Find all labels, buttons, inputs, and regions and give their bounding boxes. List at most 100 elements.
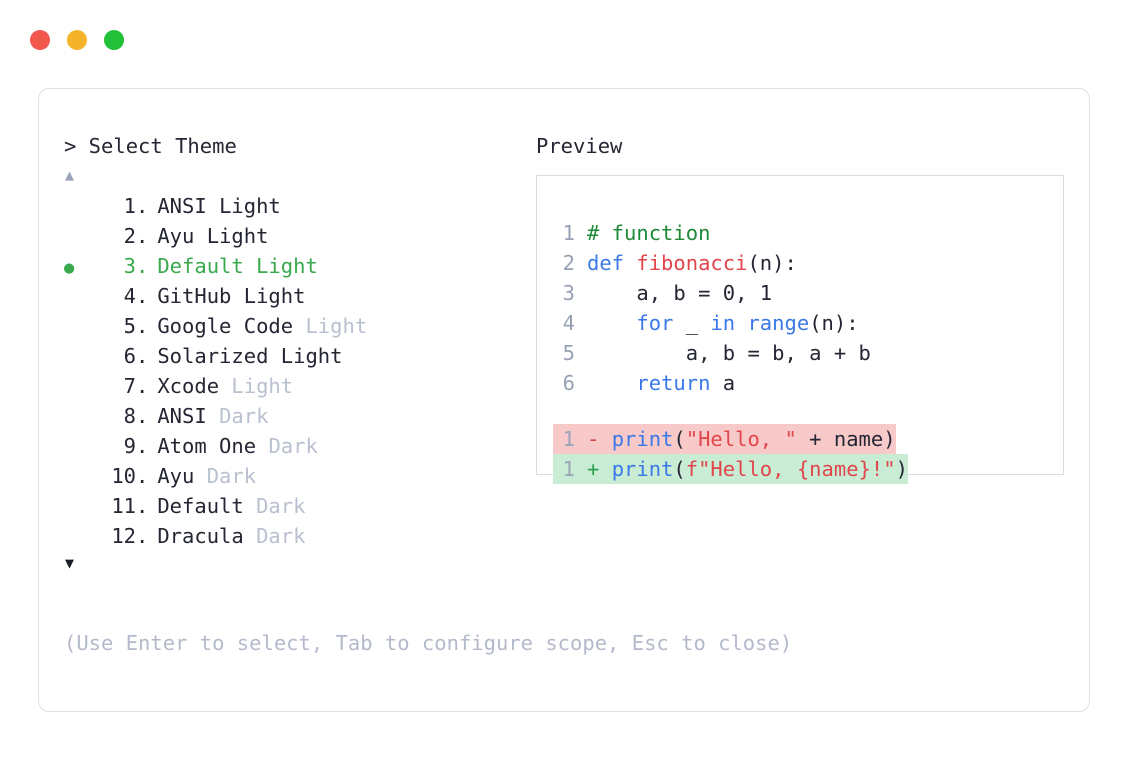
theme-item-number: 2 <box>123 224 136 248</box>
theme-item-name: Ayu <box>157 464 195 488</box>
maximize-button-icon[interactable] <box>104 30 124 50</box>
code-token-plain: a, b = 0, 1 <box>587 281 773 305</box>
theme-item-variant: Light <box>305 314 368 338</box>
theme-item-name: Atom One <box>157 434 257 458</box>
bullet-placeholder <box>64 283 94 313</box>
code-line-content: a, b = 0, 1 <box>587 278 772 308</box>
code-token-builtin: range <box>747 311 810 335</box>
theme-item-variant: Dark <box>256 524 306 548</box>
theme-item-separator: . <box>136 344 149 368</box>
theme-item-space <box>231 281 243 311</box>
code-line-content: def fibonacci(n): <box>587 248 797 278</box>
theme-item-separator: . <box>136 194 149 218</box>
code-token-plain: (n): <box>747 251 797 275</box>
theme-item-number: 11 <box>111 494 136 518</box>
theme-item-separator: . <box>136 284 149 308</box>
code-line: 3 a, b = 0, 1 <box>553 278 908 308</box>
theme-item-separator: . <box>136 404 149 428</box>
code-line-number: 3 <box>562 281 575 305</box>
theme-list-item[interactable]: 6.Solarized Light <box>64 341 534 371</box>
theme-item-space <box>293 311 305 341</box>
theme-item-name: Default <box>157 494 244 518</box>
bullet-placeholder <box>64 403 94 433</box>
code-token-plain <box>735 311 747 335</box>
theme-list-item[interactable]: 9.Atom One Dark <box>64 431 534 461</box>
theme-item-variant: Light <box>256 254 318 278</box>
code-token-builtin: print <box>611 427 674 451</box>
bullet-placeholder <box>64 193 94 223</box>
theme-item-name: Dracula <box>157 524 244 548</box>
code-line: 4 for _ in range(n): <box>553 308 908 338</box>
theme-item-space <box>244 521 256 551</box>
theme-list-item[interactable]: 2.Ayu Light <box>64 221 534 251</box>
code-token-keyword: for <box>636 311 674 335</box>
theme-item-name: ANSI <box>157 404 207 428</box>
theme-item-separator: . <box>136 224 149 248</box>
theme-list-item[interactable]: ●3.Default Light <box>64 251 534 281</box>
theme-item-space <box>244 251 256 281</box>
code-gap <box>553 398 908 424</box>
bullet-placeholder <box>64 373 94 403</box>
scroll-down-icon[interactable]: ▼ <box>65 554 75 572</box>
theme-list-item[interactable]: 7.Xcode Light <box>64 371 534 401</box>
code-line-number: 1 <box>553 424 587 454</box>
theme-item-name: Xcode <box>157 374 220 398</box>
code-token-plain: ) <box>895 457 908 481</box>
theme-item-separator: . <box>136 434 149 458</box>
theme-item-separator: . <box>136 464 149 488</box>
bullet-placeholder <box>64 433 94 463</box>
theme-list-item[interactable]: 5.Google Code Light <box>64 311 534 341</box>
bullet-placeholder <box>64 343 94 373</box>
scroll-up-icon[interactable]: ▲ <box>65 166 75 184</box>
theme-item-number: 1 <box>123 194 136 218</box>
close-button-icon[interactable] <box>30 30 50 50</box>
theme-item-name: Default <box>157 254 244 278</box>
theme-item-number: 6 <box>123 344 136 368</box>
code-token-add: + <box>587 457 612 481</box>
theme-item-number: 12 <box>111 524 136 548</box>
theme-list-item[interactable]: 12.Dracula Dark <box>64 521 534 551</box>
minimize-button-icon[interactable] <box>67 30 87 50</box>
code-line-content: a, b = b, a + b <box>587 338 871 368</box>
theme-item-variant: Dark <box>206 464 257 488</box>
theme-list-item[interactable]: 1. ANSI Light <box>64 191 534 221</box>
code-token-func: fibonacci <box>636 251 748 275</box>
theme-item-variant: Dark <box>268 434 318 458</box>
theme-item-variant: Dark <box>219 404 269 428</box>
theme-item-name: Google Code <box>157 314 294 338</box>
window-titlebar <box>30 30 124 50</box>
code-token-plain: _ <box>673 311 711 335</box>
theme-item-name: ANSI <box>157 194 207 218</box>
theme-item-variant: Light <box>206 224 269 248</box>
code-line-number: 4 <box>562 311 575 335</box>
theme-item-space <box>244 491 256 521</box>
theme-item-space <box>194 461 206 491</box>
code-line: 1- print("Hello, " + name) <box>553 424 908 454</box>
code-token-plain: (n): <box>809 311 859 335</box>
bullet-placeholder <box>64 493 94 523</box>
theme-item-variant: Light <box>243 284 306 308</box>
theme-list-item[interactable]: 11.Default Dark <box>64 491 534 521</box>
code-line-content: return a <box>587 368 735 398</box>
theme-list: 1.ANSI Light 2.Ayu Light●3.Default Light… <box>64 191 534 551</box>
code-token-string: "Hello, " <box>685 427 797 451</box>
code-line-content: + print(f"Hello, {name}!") <box>587 454 908 484</box>
code-line: 1# function <box>553 218 908 248</box>
theme-list-item[interactable]: 8.ANSI Dark <box>64 401 534 431</box>
theme-item-variant: Light <box>280 344 343 368</box>
theme-list-item[interactable]: 10.Ayu Dark <box>64 461 534 491</box>
theme-item-variant: Light <box>219 194 281 218</box>
theme-item-space <box>256 431 268 461</box>
bullet-placeholder <box>64 463 94 493</box>
code-token-plain: a <box>710 371 736 395</box>
theme-list-item[interactable]: 4.GitHub Light <box>64 281 534 311</box>
code-line-content: # function <box>587 218 710 248</box>
code-line-number: 5 <box>562 341 575 365</box>
code-line-number: 1 <box>553 454 587 484</box>
theme-item-separator: . <box>136 494 149 518</box>
theme-item-separator: . <box>136 374 149 398</box>
